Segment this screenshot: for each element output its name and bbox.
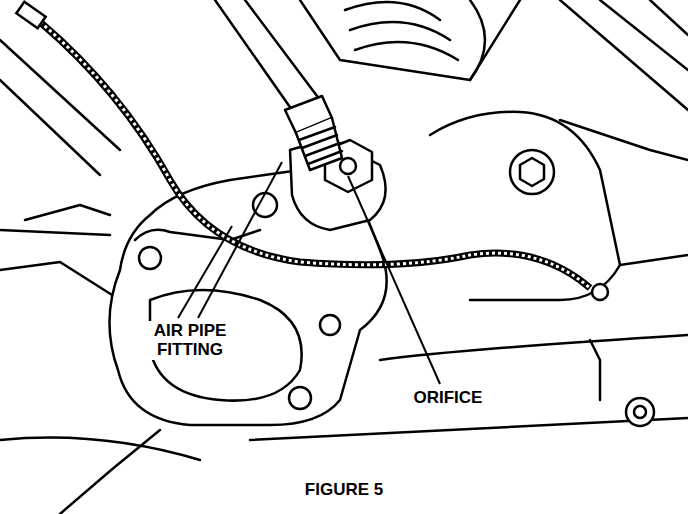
bracket-edge — [560, 120, 688, 265]
air-pipe — [215, 0, 320, 110]
spring-coil — [345, 2, 458, 60]
frame-edge — [590, 340, 600, 400]
part-label: AIR PIPE FITTING — [125, 321, 255, 360]
bolt-washer — [510, 150, 554, 194]
figure-caption: FIGURE 5 — [302, 480, 386, 501]
part-label: ORIFICE — [411, 388, 486, 409]
thread-lines — [299, 127, 342, 164]
wire-braid — [40, 22, 590, 288]
leader-line — [178, 226, 232, 318]
wire — [16, 2, 608, 300]
bolt-hole — [139, 247, 161, 269]
wire-sheath — [40, 22, 590, 288]
leader-line — [198, 162, 282, 318]
bolt-hole — [320, 315, 340, 335]
bolt-head — [520, 158, 544, 186]
ring-terminal — [592, 284, 608, 300]
orifice — [340, 158, 356, 174]
nut — [626, 398, 654, 426]
arm-edge — [25, 205, 110, 220]
wire-terminal — [16, 2, 45, 28]
bolt-hole — [253, 193, 277, 217]
bracket — [430, 112, 620, 300]
pipe-thread — [296, 118, 342, 170]
nut-hole — [634, 406, 646, 418]
body-outline — [300, 0, 520, 80]
bolt-hole — [289, 387, 311, 409]
frame-edge — [560, 0, 688, 110]
spring-seat — [470, 0, 485, 80]
leader-line — [348, 176, 440, 384]
lower-frame — [0, 335, 688, 514]
